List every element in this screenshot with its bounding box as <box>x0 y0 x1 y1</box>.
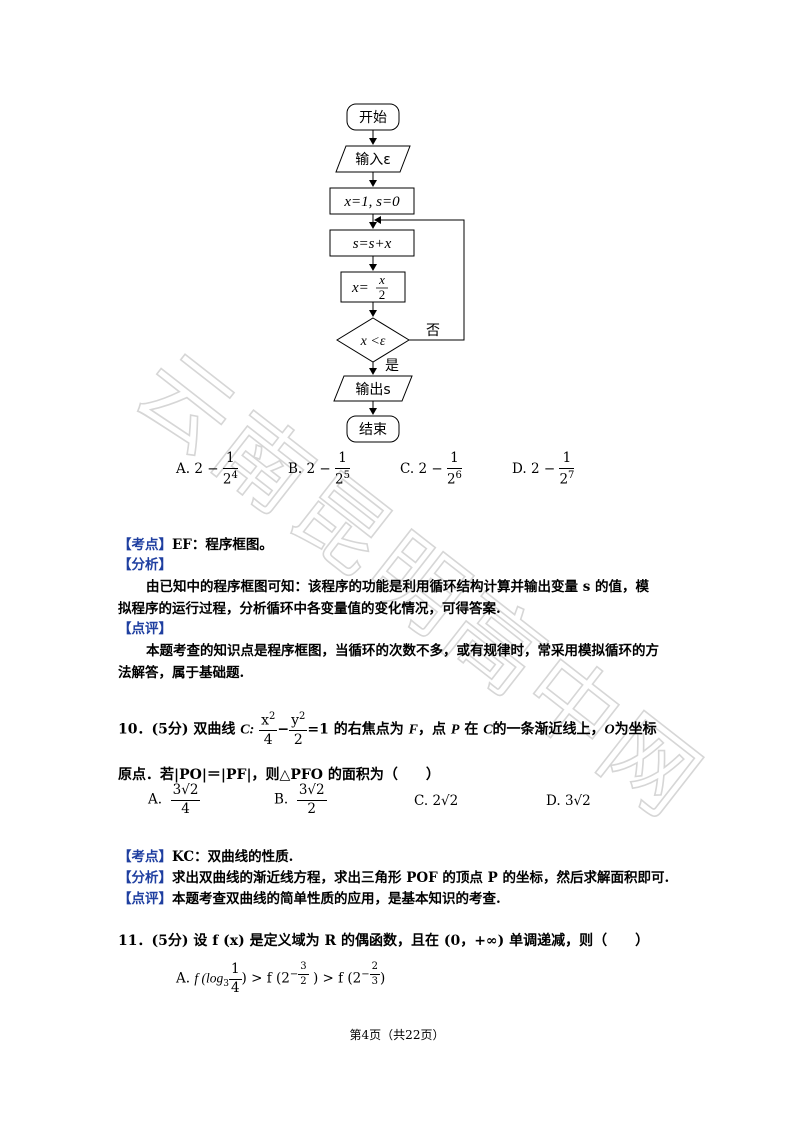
start-label: 开始 <box>359 110 387 126</box>
update-s-label: s=s+x <box>353 236 392 252</box>
end-label: 结束 <box>359 422 387 438</box>
init-label: x=1, s=0 <box>343 194 400 210</box>
q10-option-d[interactable]: D. 3√2 <box>546 793 591 809</box>
q9-dianping-line2: 法解答，属于基础题. <box>118 665 245 681</box>
input-label: 输入ε <box>355 152 391 168</box>
init-box <box>329 187 415 215</box>
yes-label: 是 <box>385 358 399 374</box>
q10-dianping: 【点评】本题考查双曲线的简单性质的应用，是基本知识的考查. <box>118 891 501 907</box>
q9-kaodian: 【考点】EF：程序框图。 <box>118 537 273 553</box>
input-box <box>335 145 411 173</box>
q9-dianping-line1: 本题考查的知识点是程序框图，当循环的次数不多，或有规律时，常采用模拟循环的方 <box>146 643 659 659</box>
update-x-num: x <box>378 272 385 287</box>
q9-fenxi-line1: 由已知中的程序框图可知：该程序的功能是利用循环结构计算并输出变量 s 的值，模 <box>146 579 649 595</box>
q10-fenxi: 【分析】求出双曲线的渐近线方程，求出三角形 POF 的顶点 P 的坐标，然后求解… <box>118 870 670 886</box>
no-label: 否 <box>426 323 440 339</box>
condition-label: x <ε <box>360 334 386 349</box>
update-s-box <box>329 229 415 257</box>
q10-stem-line2: 原点．若|PO|＝|PF|，则△PFO 的面积为（ ） <box>118 767 440 783</box>
output-label: 输出s <box>355 382 390 398</box>
q10-option-c[interactable]: C. 2√2 <box>414 793 459 809</box>
q10-kaodian: 【考点】KC：双曲线的性质. <box>118 849 294 865</box>
update-x-lhs: x= <box>351 280 369 296</box>
flowchart: 开始 输入ε x=1, s=0 s=s+x x= x 2 x <ε 否 是 输出… <box>329 103 465 443</box>
q11-stem: 11．(5分) 设 f (x) 是定义域为 R 的偶函数，且在 (0，+∞) 单… <box>118 933 650 949</box>
update-x-box <box>340 271 406 303</box>
end-box <box>346 415 400 443</box>
q9-fenxi-tag: 【分析】 <box>118 557 172 573</box>
page-footer: 第4页（共22页） <box>349 1028 445 1042</box>
update-x-den: 2 <box>379 287 386 302</box>
output-box <box>333 375 413 402</box>
q9-fenxi-line2: 拟程序的运行过程，分析循环中各变量值的变化情况，可得答案. <box>118 601 501 617</box>
q9-dianping-tag: 【点评】 <box>118 621 172 637</box>
